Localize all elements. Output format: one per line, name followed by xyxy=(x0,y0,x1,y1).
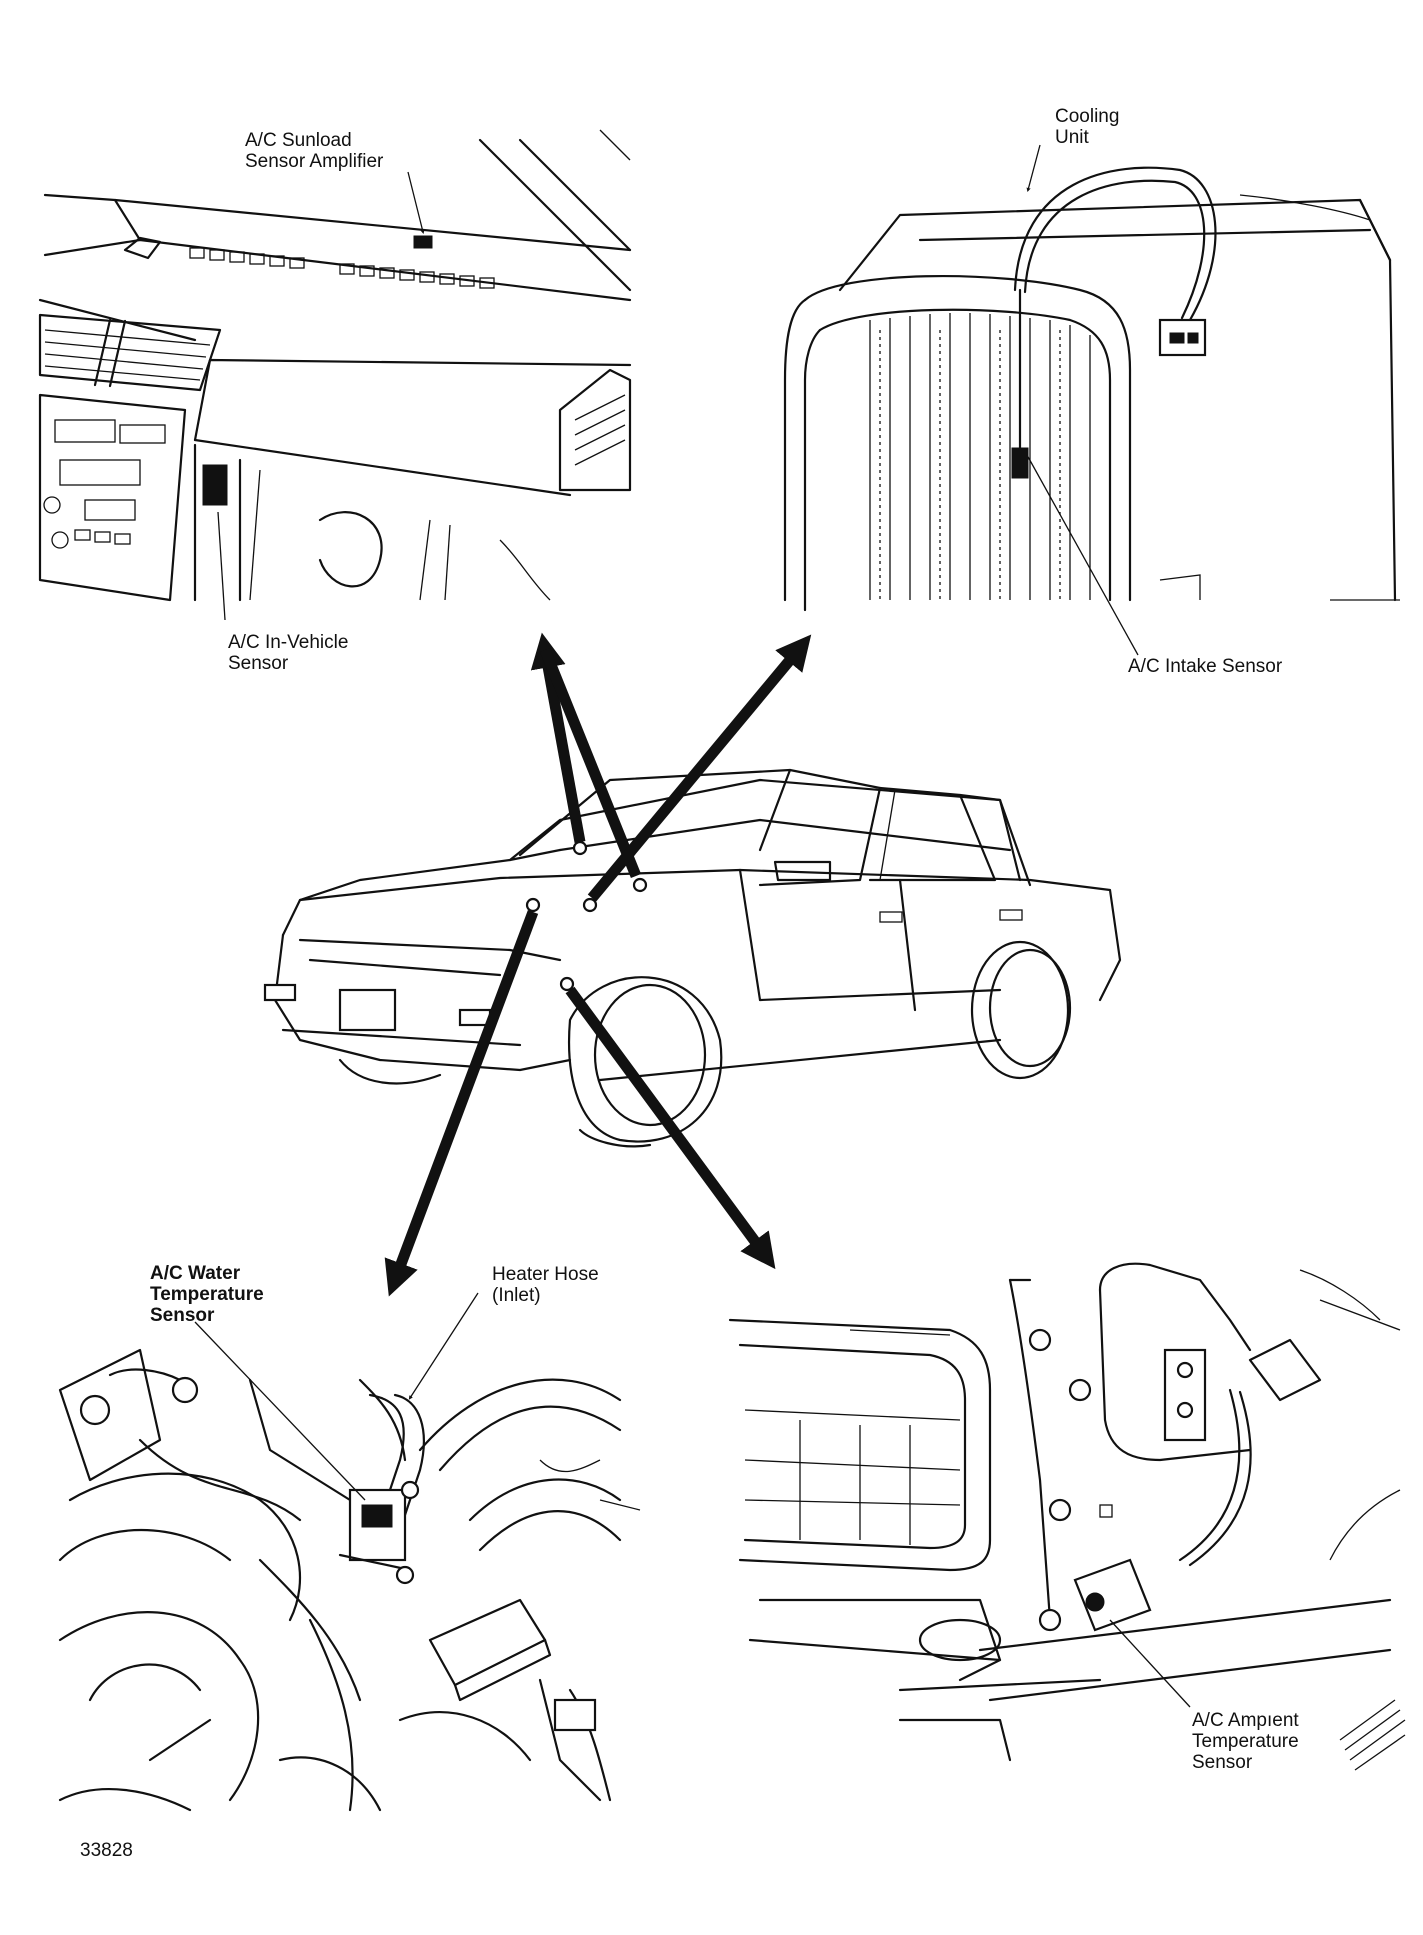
water-label-line-2: Temperature xyxy=(150,1284,264,1305)
leader-lines xyxy=(194,144,1191,1708)
cooling-unit-panel xyxy=(783,166,1400,612)
ambient-label-line-2: Temperature xyxy=(1192,1731,1299,1752)
cooling-unit-label: Cooling Unit xyxy=(1055,106,1119,148)
location-dot-intake xyxy=(582,897,598,913)
engine-bay-panel xyxy=(58,1348,641,1812)
sunload-label-line-2: Sensor Amplifier xyxy=(245,151,384,172)
arrow-to-water-sensor xyxy=(384,910,539,1297)
ambient-label-line-1: A/C Ampıent xyxy=(1192,1710,1299,1731)
water-label-line-1: A/C Water xyxy=(150,1263,241,1284)
intake-label-line-1: A/C Intake Sensor xyxy=(1128,656,1283,677)
cooling-label-line-2: Unit xyxy=(1055,127,1089,148)
intake-sensor-mark xyxy=(1011,447,1029,479)
intake-sensor-label: A/C Intake Sensor xyxy=(1128,656,1282,677)
side-vent xyxy=(558,368,632,492)
arrow-to-dashboard-b xyxy=(539,647,642,879)
heater-hose-label: Heater Hose (Inlet) xyxy=(492,1264,599,1306)
headlight-panel xyxy=(728,1262,1406,1771)
sunload-sensor-amplifier-label: A/C Sunload Sensor Amplifier xyxy=(245,130,383,172)
ambient-label-line-3: Sensor xyxy=(1192,1752,1253,1773)
arrow-to-ambient-sensor xyxy=(565,986,776,1270)
in-vehicle-sensor-label: A/C In-Vehicle Sensor xyxy=(228,632,348,674)
dashboard-panel xyxy=(38,129,632,602)
heater-label-line-2: (Inlet) xyxy=(492,1285,541,1306)
in-vehicle-label-line-2: Sensor xyxy=(228,653,289,674)
water-temperature-sensor-label: A/C Water Temperature Sensor xyxy=(150,1263,264,1326)
water-label-line-3: Sensor xyxy=(150,1305,215,1326)
defroster-slots xyxy=(189,247,495,289)
evaporator-core xyxy=(869,313,1091,600)
location-dot-incabin-2 xyxy=(632,877,648,893)
figure-number: 33828 xyxy=(80,1840,133,1861)
license-plate xyxy=(338,988,397,1032)
location-dot-water xyxy=(525,897,541,913)
in-vehicle-label-line-1: A/C In-Vehicle xyxy=(228,632,349,653)
car-illustration xyxy=(263,768,1122,1148)
arrow-to-cooling-unit xyxy=(587,634,812,902)
ambient-temperature-sensor-mark xyxy=(1073,1558,1152,1632)
in-vehicle-sensor-mark xyxy=(202,464,228,506)
cooling-label-line-1: Cooling xyxy=(1055,106,1120,127)
location-dot-incabin-1 xyxy=(572,840,588,856)
center-vents xyxy=(38,313,222,392)
figure-number-text: 33828 xyxy=(80,1840,133,1861)
radio-console xyxy=(38,393,187,602)
ambient-temperature-sensor-label: A/C Ampıent Temperature Sensor xyxy=(1192,1710,1299,1773)
arrow-to-dashboard-a xyxy=(530,632,586,843)
heater-label-line-1: Heater Hose xyxy=(492,1264,599,1285)
location-dot-ambient xyxy=(559,976,575,992)
sunload-sensor-amplifier-mark xyxy=(413,235,433,249)
pointer-arrows xyxy=(384,632,812,1297)
sunload-label-line-1: A/C Sunload xyxy=(245,130,352,151)
